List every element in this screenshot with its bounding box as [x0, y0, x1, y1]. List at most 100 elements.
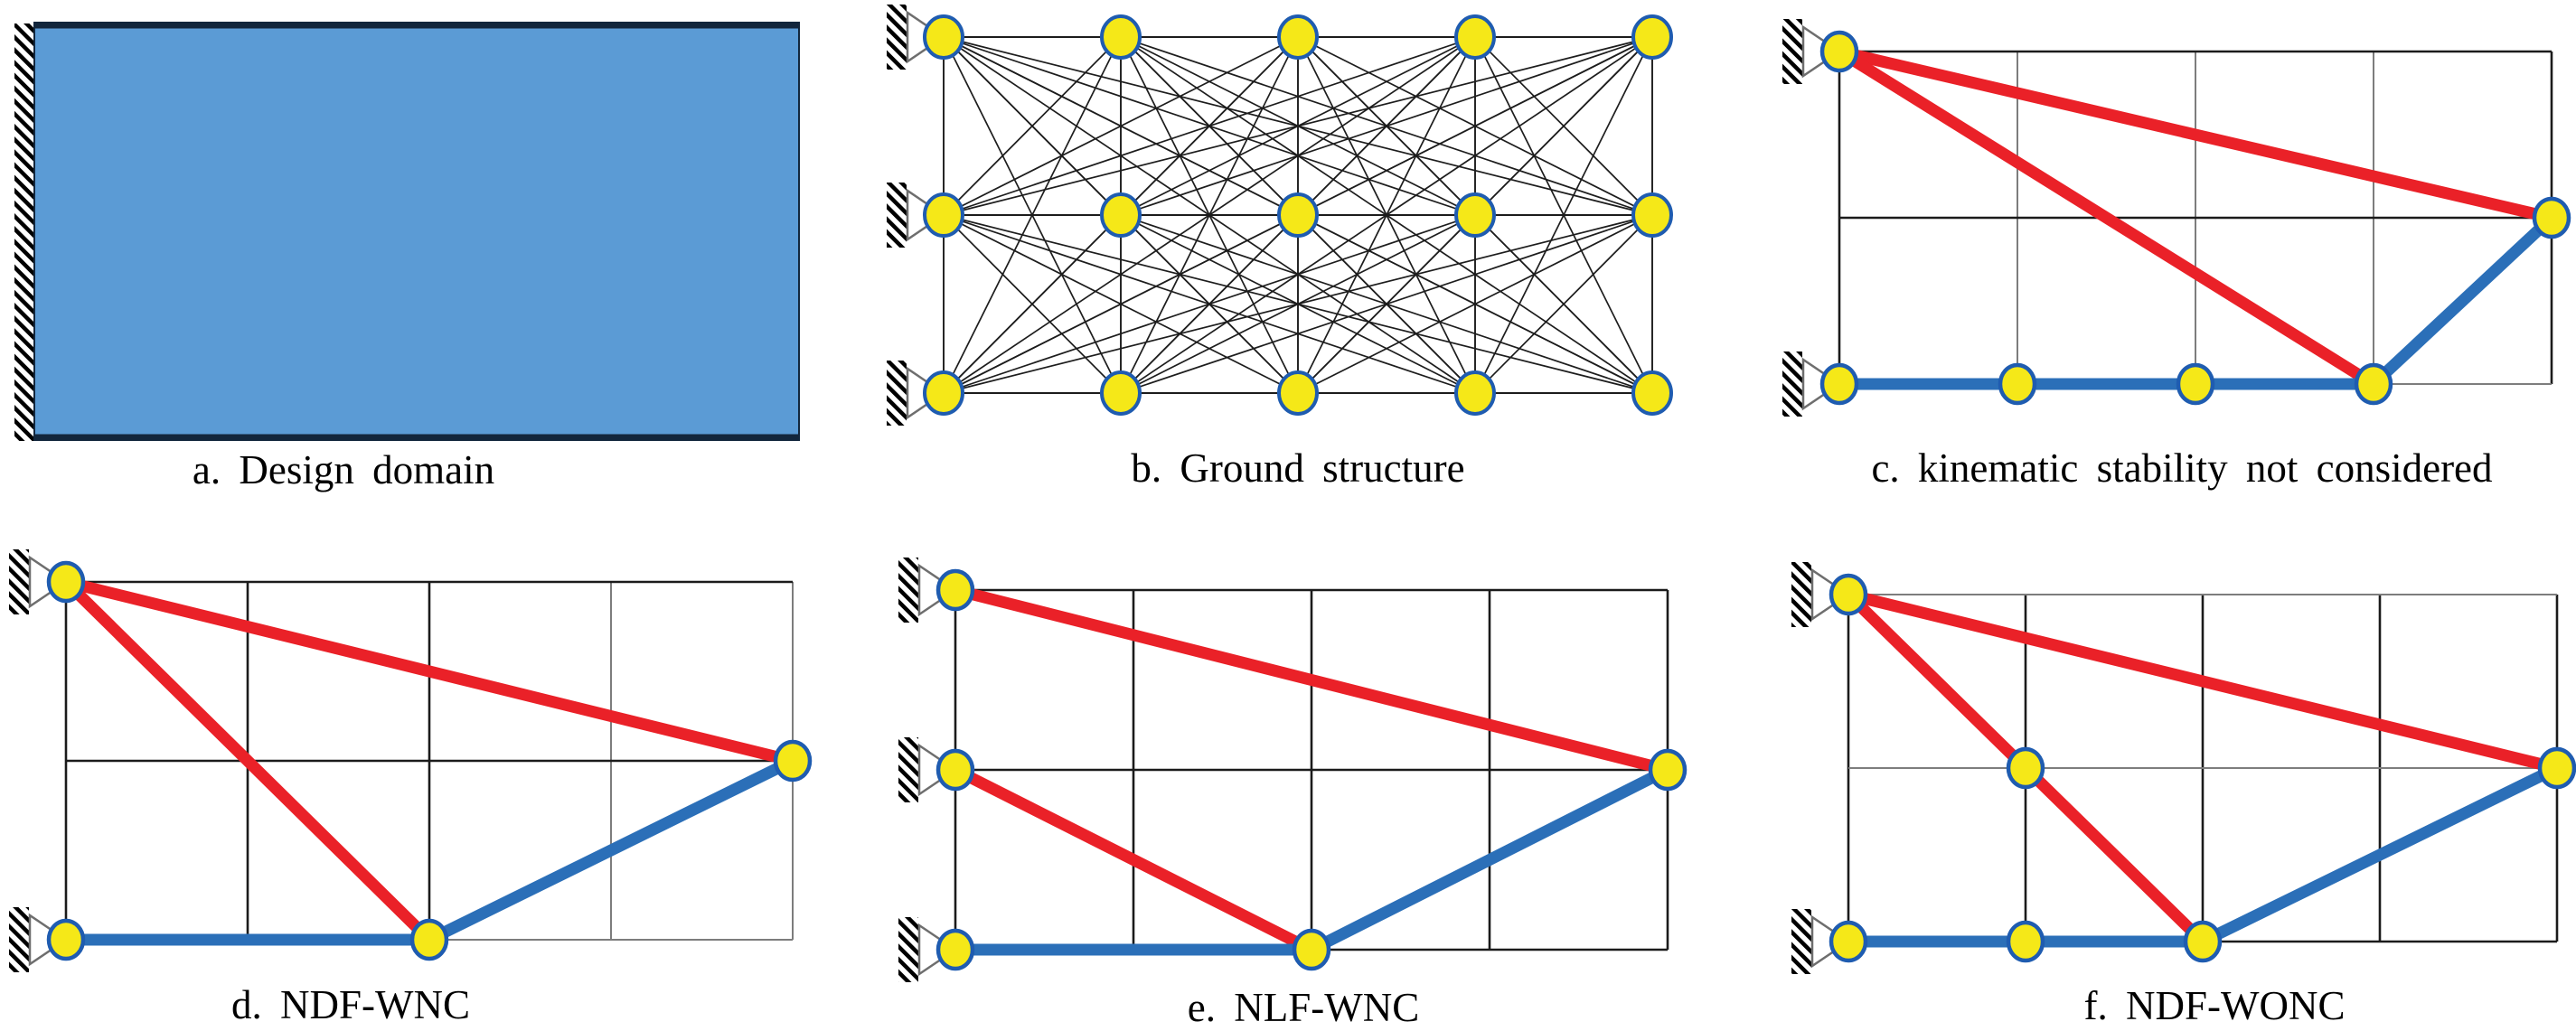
caption-ndf-wonc: f. NDF-WONC	[2083, 983, 2346, 1028]
truss-node	[1829, 920, 1868, 963]
support-wall-hatch	[9, 907, 29, 972]
compression-member-blue	[427, 755, 795, 945]
truss-node	[2354, 362, 2393, 406]
ground-member	[943, 214, 1476, 394]
truss-node	[1829, 573, 1868, 616]
support-wall-hatch	[887, 5, 907, 70]
truss-node	[1100, 370, 1142, 416]
support-triangle	[917, 923, 958, 977]
support-wall-hatch	[1782, 19, 1802, 84]
panel-ndf-wonc	[1791, 562, 2576, 974]
design-domain-rect	[33, 22, 800, 441]
truss-node	[2537, 746, 2576, 790]
support-triangle	[917, 743, 958, 797]
tension-member-red	[1847, 588, 2559, 774]
truss-node	[1277, 370, 1319, 416]
ground-member	[943, 36, 1122, 216]
support-triangle	[906, 188, 946, 242]
truss-node	[2532, 196, 2571, 239]
pinned-support-icon	[1782, 351, 1842, 417]
ground-member	[943, 214, 1653, 394]
panel-ndf-wnc	[9, 549, 813, 972]
truss-node	[935, 928, 975, 971]
truss-node	[1631, 192, 1673, 238]
support-wall-hatch	[898, 737, 918, 802]
truss-node	[1648, 748, 1688, 792]
pinned-support-icon	[1791, 909, 1851, 974]
truss-node	[923, 14, 964, 60]
pinned-support-icon	[887, 5, 946, 70]
support-triangle	[28, 913, 69, 967]
truss-node	[1819, 30, 1859, 73]
support-triangle	[906, 366, 946, 420]
caption-ndf-wnc: d. NDF-WNC	[231, 982, 470, 1027]
caption-kinematic-stability: c. kinematic stability not considered	[1871, 445, 2493, 491]
truss-node	[935, 748, 975, 792]
support-wall-hatch	[1791, 909, 1811, 974]
pinned-support-icon	[9, 907, 69, 972]
truss-node	[923, 192, 964, 238]
truss-node	[1631, 14, 1673, 60]
ground-member	[943, 214, 1299, 394]
support-triangle	[1810, 567, 1851, 622]
support-wall-hatch	[1791, 562, 1811, 627]
truss-node	[1819, 362, 1859, 406]
ground-member	[943, 36, 1476, 216]
tension-member-red	[61, 577, 434, 944]
truss-node	[2006, 920, 2045, 963]
compression-member-blue	[2369, 213, 2556, 389]
truss-node	[935, 568, 975, 612]
ground-member	[943, 36, 1299, 216]
truss-node	[1454, 370, 1496, 416]
pinned-support-icon	[1791, 562, 1851, 627]
truss-node	[923, 370, 964, 416]
pinned-support-icon	[898, 558, 958, 623]
caption-design-domain: a. Design domain	[192, 447, 495, 492]
tension-member-red	[64, 576, 794, 767]
truss-node	[1100, 192, 1142, 238]
truss-node	[2006, 746, 2045, 790]
ground-member	[1120, 36, 1653, 216]
ground-member	[1297, 214, 1653, 394]
panel-nlf-wnc	[898, 558, 1688, 982]
truss-node	[773, 739, 813, 783]
caption-ground-structure: b. Ground structure	[1131, 445, 1465, 491]
support-triangle	[1801, 24, 1842, 79]
truss-node	[1277, 14, 1319, 60]
support-wall-hatch	[898, 558, 918, 623]
support-triangle	[1810, 914, 1851, 969]
support-triangle	[28, 555, 69, 609]
truss-node	[409, 918, 449, 961]
ground-member	[1474, 214, 1653, 394]
support-wall-hatch	[898, 917, 918, 982]
tension-member-red	[954, 584, 1669, 776]
support-triangle	[906, 10, 946, 64]
panel-kinematic-stability-not-considered	[1782, 19, 2571, 417]
pinned-support-icon	[1782, 19, 1842, 84]
truss-node	[1100, 14, 1142, 60]
truss-node	[1454, 192, 1496, 238]
tension-member-red	[1838, 45, 2553, 224]
fixed-edge-hatch	[14, 23, 34, 441]
pinned-support-icon	[898, 737, 958, 802]
support-wall-hatch	[887, 183, 907, 248]
truss-node	[2183, 920, 2223, 963]
tension-member-red	[1836, 46, 2377, 389]
panel-design-domain	[14, 22, 800, 441]
ground-member	[943, 214, 1122, 394]
pinned-support-icon	[887, 183, 946, 248]
truss-node	[1277, 192, 1319, 238]
support-triangle	[917, 563, 958, 617]
truss-node	[1631, 370, 1673, 416]
ground-member	[1120, 214, 1653, 394]
truss-node	[1998, 362, 2037, 406]
caption-nlf-wnc: e. NLF-WNC	[1187, 985, 1420, 1030]
support-wall-hatch	[887, 361, 907, 426]
support-wall-hatch	[9, 549, 29, 614]
compression-member-blue	[2200, 763, 2560, 947]
ground-member	[943, 36, 1653, 216]
pinned-support-icon	[9, 549, 69, 614]
tension-member-red	[953, 764, 1314, 955]
